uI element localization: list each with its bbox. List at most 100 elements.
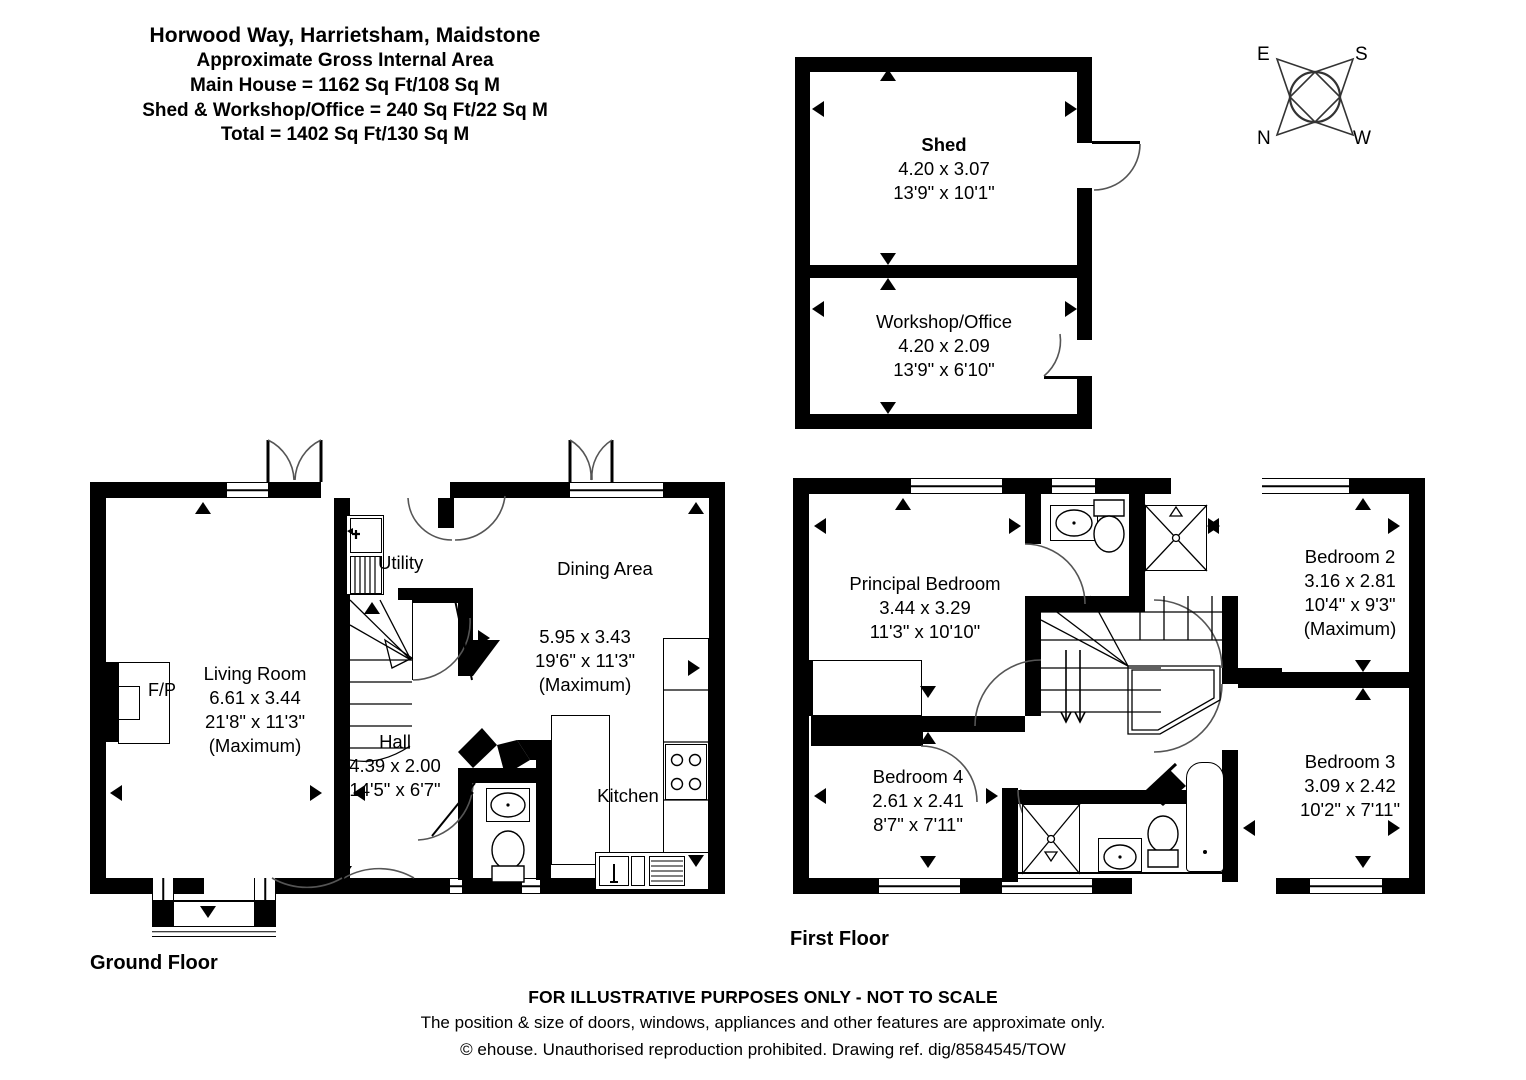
gf-wc-basin-counter bbox=[486, 788, 530, 822]
room-bedroom-2-imperial: 10'4" x 9'3" bbox=[1304, 594, 1396, 616]
room-bedroom-2-metric: 3.16 x 2.81 bbox=[1304, 570, 1396, 592]
room-bedroom-2-note: (Maximum) bbox=[1303, 618, 1397, 640]
ff-wall-stairs-right bbox=[1222, 596, 1238, 668]
gf-kitchen-drainer bbox=[649, 856, 685, 886]
gf-wall-top-left bbox=[90, 482, 227, 498]
room-kitchen: Kitchen bbox=[560, 784, 696, 808]
ff-wall-principal-right bbox=[1025, 494, 1041, 544]
gf-wall-left-bump bbox=[90, 662, 118, 742]
ff-bath-basin-counter bbox=[1098, 838, 1142, 872]
gf-wall-utility-right bbox=[438, 498, 454, 528]
ff-wall-top-d bbox=[1349, 478, 1425, 494]
ff-wall-landing-left bbox=[1025, 596, 1041, 716]
ff-bath-plinth bbox=[1018, 872, 1236, 874]
workshop-door-leaf bbox=[1044, 376, 1092, 379]
compass-label-n: N bbox=[1257, 128, 1271, 149]
gf-window-bottom-kit bbox=[450, 878, 462, 894]
room-shed-metric: 4.20 x 3.07 bbox=[898, 158, 990, 180]
ff-bath-shower-tray bbox=[1022, 804, 1080, 874]
room-bedroom-4-metric: 2.61 x 2.41 bbox=[872, 790, 964, 812]
ff-wall-bot-e bbox=[1382, 878, 1425, 894]
ff-principal-wardrobe bbox=[812, 660, 922, 716]
outb-wall-right-upper bbox=[1077, 57, 1092, 143]
room-principal-bedroom-name: Principal Bedroom bbox=[849, 573, 1001, 594]
room-workshop-name: Workshop/Office bbox=[875, 311, 1013, 332]
gf-bay-window-right bbox=[254, 878, 276, 902]
gf-arrow-kitchen-b bbox=[688, 855, 704, 867]
shed-arrow-right bbox=[1065, 101, 1077, 117]
ff-wall-bot-d bbox=[1276, 878, 1310, 894]
ff-arrow-b4-bot bbox=[920, 856, 936, 868]
gf-window-top-right2 bbox=[612, 482, 663, 498]
ff-arrow-pb-left bbox=[814, 518, 826, 534]
gf-fireplace-label: F/P bbox=[148, 680, 177, 700]
room-shed-name: Shed bbox=[921, 134, 967, 155]
room-living-room: Living Room 6.61 x 3.44 21'8" x 11'3" (M… bbox=[135, 662, 375, 758]
room-living-room-imperial: 21'8" x 11'3" bbox=[204, 711, 306, 733]
room-hall-metric: 4.39 x 2.00 bbox=[349, 755, 441, 777]
gf-kitchen-sink-bowl2 bbox=[631, 856, 645, 886]
workshop-arrow-top bbox=[880, 278, 896, 290]
gf-window-top-right bbox=[570, 482, 612, 498]
ff-arrow-b2-right bbox=[1388, 518, 1400, 534]
compass-label-s: S bbox=[1355, 44, 1368, 65]
room-dining-area-metric: 5.95 x 3.43 bbox=[539, 626, 631, 647]
gf-bay-left bbox=[152, 900, 174, 928]
gf-kitchen-hob bbox=[665, 744, 707, 800]
gf-wall-left-upper bbox=[90, 482, 106, 670]
shed-arrow-top bbox=[880, 69, 896, 81]
gf-wall-bottom-b bbox=[272, 878, 450, 894]
outbuilding-area: Shed & Workshop/Office = 240 Sq Ft/22 Sq… bbox=[142, 99, 548, 121]
room-principal-bedroom: Principal Bedroom 3.44 x 3.29 11'3" x 10… bbox=[830, 572, 1020, 644]
gf-bay-window-front bbox=[152, 926, 276, 937]
ff-wall-bath-right bbox=[1222, 750, 1238, 882]
ff-arrow-b2-bot bbox=[1355, 660, 1371, 672]
ff-window-top-3 bbox=[1262, 478, 1349, 494]
shed-door-leaf bbox=[1092, 141, 1140, 144]
gf-stair-arrow bbox=[364, 602, 380, 614]
room-living-room-name: Living Room bbox=[203, 663, 307, 684]
ff-wall-bot-c bbox=[1092, 878, 1132, 894]
ff-ensuite-shower-tray bbox=[1145, 505, 1207, 571]
room-principal-bedroom-imperial: 11'3" x 10'10" bbox=[869, 621, 981, 643]
gf-arrow-lr-left bbox=[110, 785, 122, 801]
ff-window-bot-3 bbox=[1310, 878, 1382, 894]
gf-arrow-hall-e bbox=[462, 785, 474, 801]
gf-fireplace-opening bbox=[118, 686, 140, 720]
outb-wall-right-lower bbox=[1077, 379, 1092, 429]
ff-arrow-pb-right bbox=[1009, 518, 1021, 534]
room-bedroom-4-name: Bedroom 4 bbox=[872, 766, 964, 787]
room-bedroom-2-name: Bedroom 2 bbox=[1304, 546, 1396, 567]
outb-wall-right-mid bbox=[1077, 188, 1092, 340]
room-dining-area-name-wrap: Dining Area bbox=[475, 557, 735, 581]
compass-label-e: E bbox=[1257, 44, 1270, 65]
main-house-area: Main House = 1162 Sq Ft/108 Sq M bbox=[190, 74, 500, 96]
ff-wall-ensuite-bot bbox=[1025, 596, 1145, 612]
room-utility: Utility bbox=[378, 551, 464, 575]
ff-arrow-b3-top bbox=[1355, 688, 1371, 700]
room-dining-area-dims: 5.95 x 3.43 19'6" x 11'3" (Maximum) bbox=[470, 625, 700, 697]
workshop-arrow-left bbox=[812, 301, 824, 317]
room-dining-area-name: Dining Area bbox=[557, 558, 653, 579]
ff-wall-top-b bbox=[1002, 478, 1052, 494]
gf-wall-spine-lower bbox=[334, 676, 350, 878]
compass-label-w: W bbox=[1353, 128, 1371, 149]
ff-arrow-b3-left bbox=[1243, 820, 1255, 836]
gf-arrow-bay bbox=[200, 906, 216, 918]
shed-arrow-left bbox=[812, 101, 824, 117]
gf-arrow-hall-r bbox=[353, 785, 365, 801]
ff-wall-bot-b bbox=[960, 878, 1002, 894]
gf-arrow-lr-top bbox=[195, 502, 211, 514]
gf-wall-bottom-c bbox=[462, 878, 522, 894]
gf-kitchen-sink-bowl bbox=[599, 856, 629, 886]
gf-bay-window-left bbox=[152, 878, 174, 902]
